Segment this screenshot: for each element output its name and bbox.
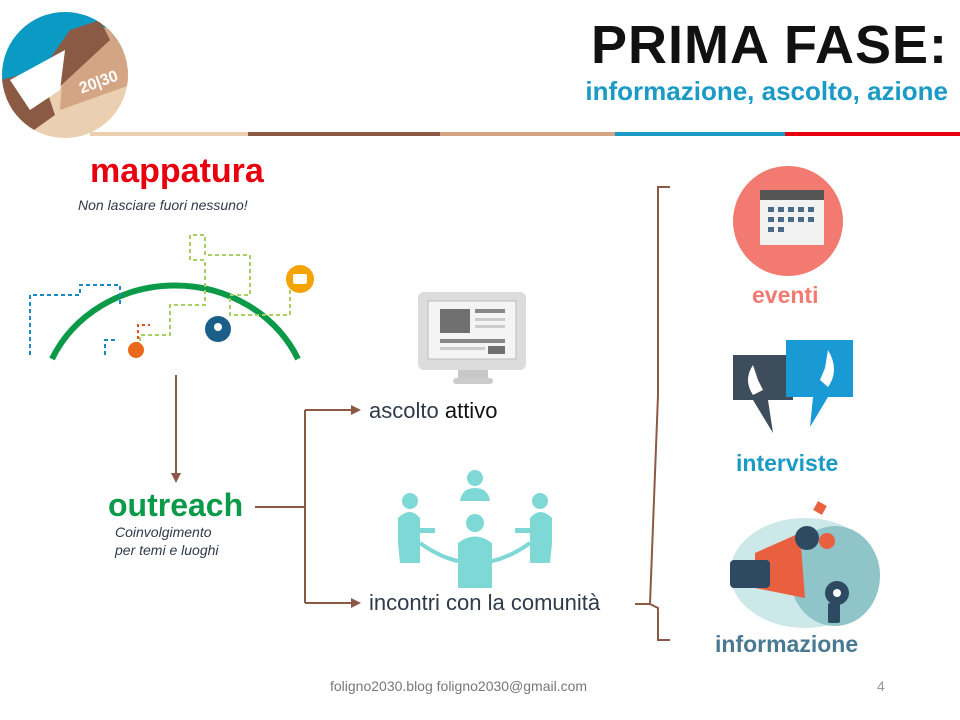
- megaphone-illustration: [730, 501, 880, 628]
- interview-bubbles-icon: [733, 340, 853, 433]
- monitor-icon: [418, 292, 526, 384]
- outreach-sub-line: per temi e luoghi: [115, 542, 219, 558]
- divider-brown: [248, 132, 440, 136]
- slide-subtitle: informazione, ascolto, azione: [585, 76, 948, 106]
- divider-tan: [440, 132, 615, 136]
- incontri-label: incontri con la comunità: [369, 590, 601, 615]
- divider-red: [785, 132, 960, 136]
- ascolto-word: ascolto: [369, 398, 439, 423]
- slide-title: PRIMA FASE:: [590, 15, 948, 75]
- attivo-word: attivo: [444, 398, 498, 423]
- meeting-people-icon: [398, 470, 552, 588]
- eventi-label: eventi: [752, 282, 819, 308]
- pencil-pin-icon: [128, 342, 144, 358]
- map-illustration: [29, 234, 314, 361]
- right-bracket: [635, 186, 670, 641]
- outreach-heading: outreach: [108, 487, 244, 523]
- logo-foligno-2030: 20|30: [2, 12, 128, 138]
- divider-beige: [90, 132, 248, 136]
- calendar-icon: [733, 166, 843, 276]
- footer-contacts: foligno2030.blog foligno2030@gmail.com: [330, 678, 588, 694]
- divider-blue: [615, 132, 785, 136]
- mappatura-heading: mappatura: [90, 152, 264, 190]
- ascolto-attivo-label: ascolto attivo: [369, 398, 497, 424]
- page-number: 4: [877, 678, 885, 694]
- informazione-label: informazione: [715, 631, 859, 657]
- mappatura-subtitle: Non lasciare fuori nessuno!: [78, 197, 248, 213]
- branch-connector: [255, 405, 361, 608]
- outreach-subtitle: Coinvolgimento per temi e luoghi: [115, 523, 219, 559]
- interviste-label: interviste: [736, 450, 839, 476]
- down-arrow: [171, 375, 181, 483]
- outreach-sub-line: Coinvolgimento: [115, 524, 212, 540]
